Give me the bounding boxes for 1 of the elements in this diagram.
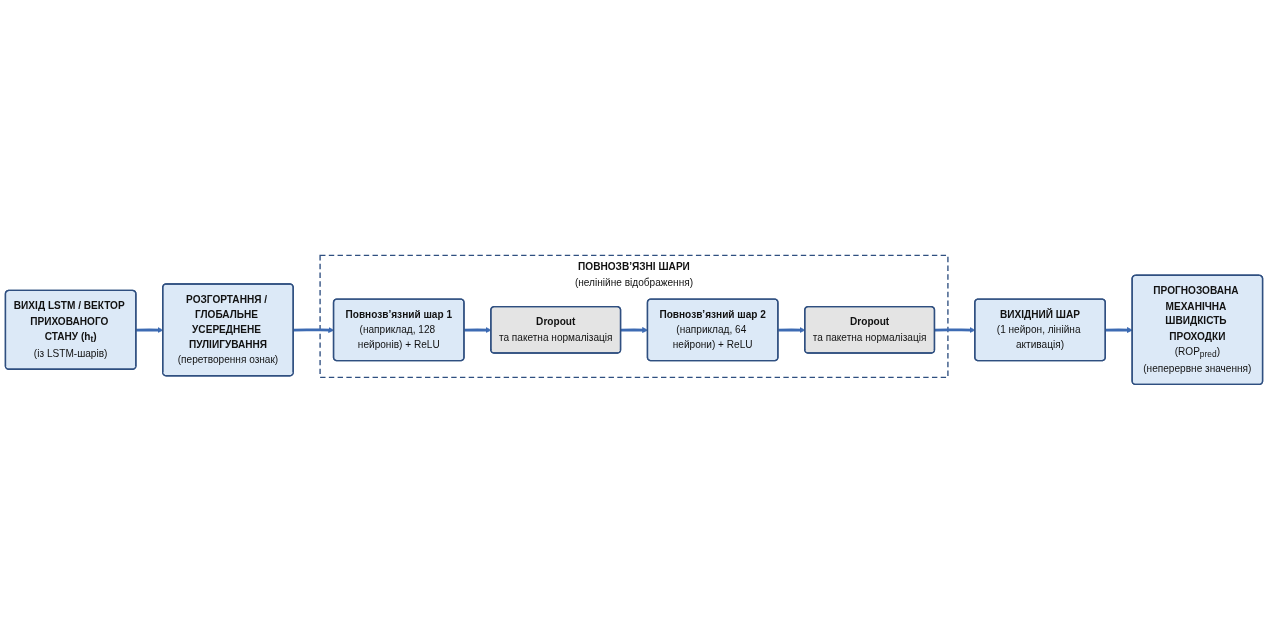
arrow [1105, 326, 1133, 333]
